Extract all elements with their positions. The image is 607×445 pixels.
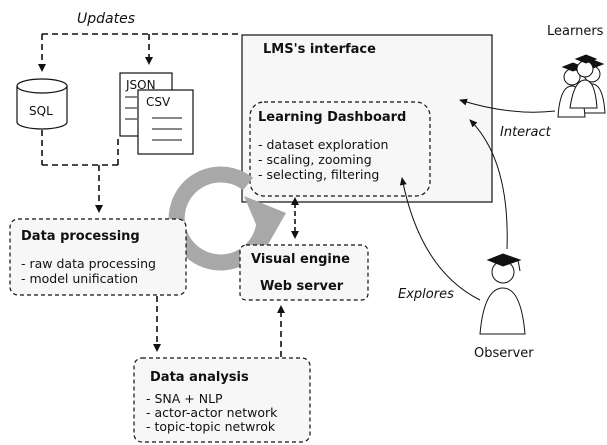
lms-interface-title: LMS's interface (263, 42, 376, 57)
csv-label: CSV (146, 95, 171, 109)
visual-engine-box (239, 244, 369, 301)
dashboard-feature-item: - scaling, zooming (258, 152, 372, 167)
sql-label: SQL (29, 104, 53, 118)
explores-label: Explores (398, 287, 454, 302)
data-processing-item: - raw data processing (21, 256, 156, 271)
dashboard-feature-item: - selecting, filtering (258, 167, 380, 182)
explores-arrow (399, 177, 481, 301)
json-label: JSON (126, 78, 156, 92)
observer-to-lms-arrow (469, 119, 508, 250)
interact-label: Interact (500, 125, 551, 140)
learning-dashboard-title: Learning Dashboard (258, 110, 407, 125)
data-analysis-item: - SNA + NLP (146, 391, 223, 406)
data-processing-title: Data processing (21, 229, 140, 244)
updates-connector (38, 33, 242, 72)
learning-dashboard-box (249, 101, 431, 197)
updates-label: Updates (77, 11, 135, 27)
sql-database-icon (16, 78, 68, 130)
observer-label: Observer (474, 346, 534, 361)
data-analysis-box (133, 357, 311, 443)
data-processing-list: - raw data processing - model unificatio… (21, 256, 156, 286)
data-analysis-title: Data analysis (150, 370, 249, 385)
cycle-arrow-head (244, 196, 286, 248)
interact-arrow (459, 98, 556, 113)
observer-icon (479, 253, 526, 335)
data-analysis-item: - actor-actor network (146, 405, 278, 420)
learners-label: Learners (547, 24, 604, 39)
dashboard-feature-item: - dataset exploration (258, 137, 389, 152)
csv-document-icon (137, 89, 194, 155)
data-analysis-item: - topic-topic netwrok (146, 419, 276, 434)
visual-engine-label: Visual engine (251, 252, 350, 267)
dashboard-features-list: - dataset exploration - scaling, zooming… (258, 137, 388, 182)
sources-to-processing-connector (41, 130, 119, 213)
learners-icon (557, 54, 606, 118)
data-analysis-list: - SNA + NLP - actor-actor network - topi… (146, 392, 277, 434)
data-processing-box (9, 218, 187, 296)
web-server-label: Web server (260, 279, 344, 294)
data-processing-item: - model unification (21, 271, 139, 286)
